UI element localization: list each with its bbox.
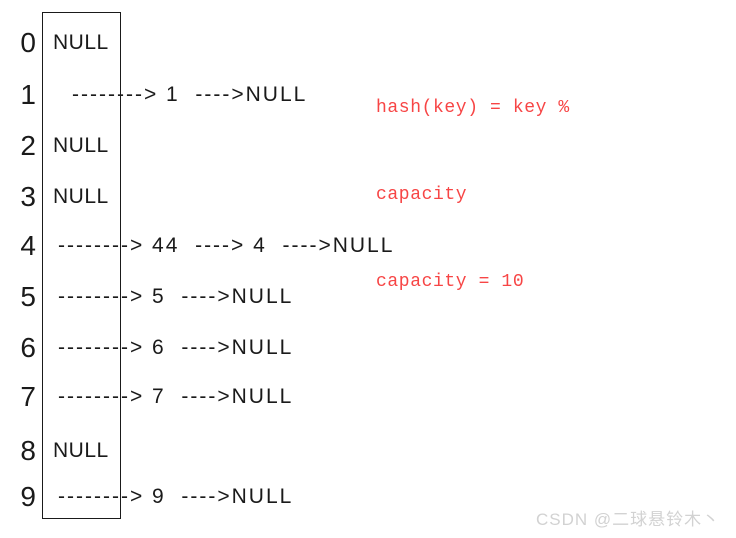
bucket-content: NULL [53, 185, 109, 208]
hash-function-annotation: hash(key) = key % capacity capacity = 10 [376, 36, 570, 355]
bucket-index: 9 [20, 481, 36, 512]
bucket-index: 5 [20, 281, 36, 312]
bucket-content: --------> 44 ----> 4 ---->NULL [58, 234, 395, 257]
bucket-content: --------> 9 ---->NULL [58, 485, 294, 508]
bucket-content: --------> 5 ---->NULL [58, 285, 294, 308]
array-box [42, 12, 121, 519]
bucket-index: 3 [20, 181, 36, 212]
bucket-index: 6 [20, 332, 36, 363]
bucket-index: 0 [20, 27, 36, 58]
bucket-content: --------> 1 ---->NULL [72, 83, 308, 106]
bucket-content: --------> 6 ---->NULL [58, 336, 294, 359]
annotation-line: hash(key) = key % [376, 98, 570, 118]
annotation-line: capacity = 10 [376, 272, 525, 292]
bucket-index: 1 [20, 79, 36, 110]
bucket-index: 4 [20, 230, 36, 261]
bucket-content: NULL [53, 31, 109, 54]
bucket-index: 2 [20, 130, 36, 161]
annotation-line: capacity [376, 185, 468, 205]
bucket-content: --------> 7 ---->NULL [58, 385, 294, 408]
bucket-index: 7 [20, 381, 36, 412]
csdn-watermark: CSDN @二球悬铃木丶 [536, 510, 721, 529]
bucket-content: NULL [53, 439, 109, 462]
bucket-content: NULL [53, 134, 109, 157]
bucket-index: 8 [20, 435, 36, 466]
